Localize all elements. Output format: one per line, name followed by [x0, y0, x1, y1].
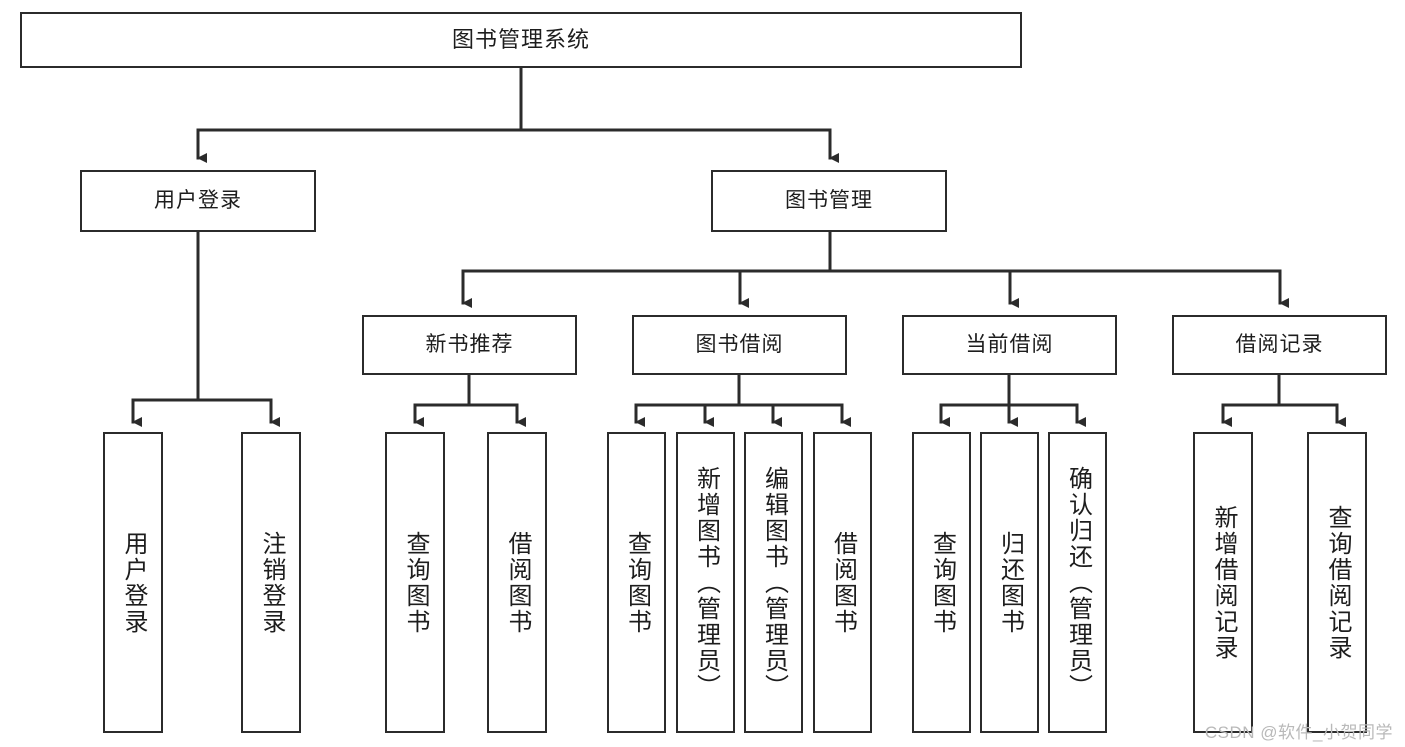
node-label: 图书管理系统 — [451, 27, 590, 53]
node-root-system[interactable]: 图书管理系统 — [20, 12, 1022, 68]
node-leaf-confirm-return-admin[interactable]: 确认归还（管理员） — [1048, 432, 1107, 733]
node-label: 编辑图书（管理员） — [760, 465, 788, 700]
node-label: 确认归还（管理员） — [1064, 465, 1092, 700]
node-label: 借阅记录 — [1235, 332, 1324, 356]
node-label: 用户登录 — [154, 188, 242, 212]
node-label: 借阅图书 — [829, 530, 857, 635]
node-leaf-add-book-admin[interactable]: 新增图书（管理员） — [676, 432, 735, 733]
node-label: 查询图书 — [623, 530, 651, 635]
node-leaf-query-book-recommend[interactable]: 查询图书 — [385, 432, 445, 733]
node-label: 查询借阅记录 — [1324, 504, 1351, 661]
node-current-borrow[interactable]: 当前借阅 — [902, 315, 1117, 375]
node-leaf-user-login[interactable]: 用户登录 — [103, 432, 163, 733]
node-label: 用户登录 — [120, 530, 147, 635]
node-leaf-borrow-book[interactable]: 借阅图书 — [813, 432, 872, 733]
node-borrow-record[interactable]: 借阅记录 — [1172, 315, 1387, 375]
node-leaf-borrow-book-recommend[interactable]: 借阅图书 — [487, 432, 547, 733]
node-new-book-recommend[interactable]: 新书推荐 — [362, 315, 577, 375]
node-label: 查询图书 — [402, 530, 429, 635]
node-leaf-logout[interactable]: 注销登录 — [241, 432, 301, 733]
node-label: 新增借阅记录 — [1210, 504, 1237, 661]
node-label: 新增图书（管理员） — [692, 465, 720, 700]
node-label: 注销登录 — [258, 530, 285, 635]
node-label: 图书借阅 — [695, 332, 784, 356]
node-leaf-add-borrow-record[interactable]: 新增借阅记录 — [1193, 432, 1253, 733]
node-leaf-query-book-current[interactable]: 查询图书 — [912, 432, 971, 733]
node-label: 归还图书 — [996, 530, 1024, 635]
node-leaf-query-borrow-record[interactable]: 查询借阅记录 — [1307, 432, 1367, 733]
node-label: 当前借阅 — [965, 332, 1054, 356]
node-book-borrow[interactable]: 图书借阅 — [632, 315, 847, 375]
node-leaf-query-book-borrow[interactable]: 查询图书 — [607, 432, 666, 733]
watermark-text: CSDN @软件_小贺同学 — [1204, 723, 1393, 742]
node-label: 图书管理 — [785, 188, 873, 212]
node-leaf-edit-book-admin[interactable]: 编辑图书（管理员） — [744, 432, 803, 733]
node-label: 借阅图书 — [504, 530, 531, 635]
node-label: 查询图书 — [928, 530, 956, 635]
node-book-management[interactable]: 图书管理 — [711, 170, 947, 232]
node-leaf-return-book[interactable]: 归还图书 — [980, 432, 1039, 733]
node-label: 新书推荐 — [425, 332, 514, 356]
node-user-login[interactable]: 用户登录 — [80, 170, 316, 232]
